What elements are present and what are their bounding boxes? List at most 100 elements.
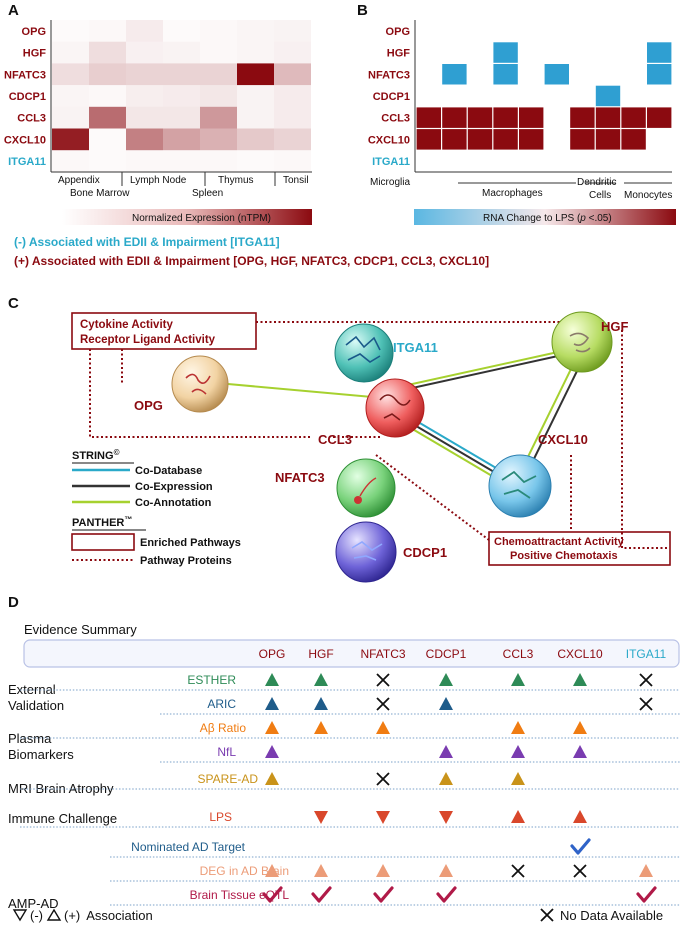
up-triangle-icon	[439, 864, 453, 877]
rna-cell-down	[595, 85, 621, 107]
heat-cell	[52, 63, 89, 86]
gene-label-opg: OPG	[22, 26, 46, 38]
gene-label-cdcp1: CDCP1	[9, 91, 46, 103]
heat-cell	[274, 128, 311, 151]
node-hgf[interactable]	[551, 311, 613, 373]
heat-cell	[274, 85, 311, 108]
node-label-hgf: HGF	[601, 319, 629, 334]
up-triangle-icon	[314, 864, 328, 877]
assoc-positive: (+) Associated with EDII & Impairment [O…	[14, 254, 489, 268]
heat-cell	[200, 20, 237, 42]
pathway-box-chemo-line1: Chemoattractant Activity	[494, 536, 625, 548]
rna-cell-up	[493, 107, 518, 128]
heat-cell	[163, 128, 200, 151]
node-label-opg: OPG	[134, 398, 163, 413]
rna-cell-up	[442, 129, 467, 150]
gene-label-hgf: HGF	[387, 48, 411, 60]
heat-cell	[126, 20, 163, 42]
node-label-cdcp1: CDCP1	[403, 545, 447, 560]
up-triangle-icon	[573, 810, 587, 823]
heat-cell	[126, 106, 163, 129]
heat-cell	[89, 128, 126, 151]
check-icon	[311, 886, 332, 903]
up-triangle-icon	[511, 721, 525, 734]
heat-cell	[89, 41, 126, 64]
rna-cell-up	[416, 129, 441, 150]
x-icon	[376, 673, 390, 687]
tissue-label-thymus: Thymus	[218, 175, 254, 186]
heat-cell	[89, 20, 126, 42]
heat-cell	[237, 85, 274, 108]
heat-cell	[52, 128, 89, 151]
group-label-cells: Cells	[589, 190, 611, 201]
rna-cell-up	[647, 107, 672, 128]
node-nfatc3[interactable]	[336, 458, 396, 518]
row-label-spare-ad: SPARE-AD	[198, 772, 259, 786]
node-itga11[interactable]	[334, 323, 394, 383]
heat-cell	[274, 106, 311, 129]
group-label-monocytes: Monocytes	[624, 190, 672, 201]
node-opg[interactable]	[171, 355, 229, 413]
up-triangle-icon	[265, 772, 279, 785]
up-triangle-icon	[265, 721, 279, 734]
gene-label-opg: OPG	[386, 26, 410, 38]
legend-co-annotation: Co-Annotation	[135, 497, 212, 509]
up-triangle-icon	[511, 745, 525, 758]
rna-cell-up	[621, 107, 646, 128]
row-label-lps: LPS	[209, 810, 232, 824]
up-triangle-icon	[511, 810, 525, 823]
heat-cell	[89, 63, 126, 86]
column-header-bar	[23, 639, 680, 668]
rna-cell-down	[493, 42, 518, 63]
column-header-opg: OPG	[259, 647, 286, 661]
x-icon	[639, 697, 653, 711]
row-label-a-ratio: Aβ Ratio	[200, 721, 247, 735]
heat-cell	[163, 106, 200, 129]
node-label-cxcl10: CXCL10	[538, 432, 588, 447]
gene-label-itga11: ITGA11	[372, 156, 410, 168]
rna-cell-up	[595, 107, 621, 128]
heat-cell	[200, 106, 237, 129]
heat-cell	[52, 41, 89, 64]
panel-d-letter: D	[8, 594, 19, 611]
panel-a-heatmap	[52, 20, 311, 173]
column-header-cdcp1: CDCP1	[426, 647, 467, 661]
heat-cell	[200, 41, 237, 64]
node-label-nfatc3: NFATC3	[275, 470, 325, 485]
node-label-ccl3: CCL3	[318, 432, 352, 447]
heat-cell	[274, 63, 311, 86]
x-icon	[376, 772, 390, 786]
check-icon	[636, 886, 657, 903]
legend-no-data-text: No Data Available	[560, 908, 663, 923]
row-label-aric: ARIC	[207, 697, 236, 711]
legend-association-text: (-)(+)Association	[30, 908, 153, 923]
panel-b-colorbar	[414, 209, 676, 225]
rna-cell-down	[544, 64, 569, 85]
legend-co-database: Co-Database	[135, 465, 202, 477]
heat-cell	[274, 20, 311, 42]
up-triangle-icon	[511, 673, 525, 686]
pathway-protein-links	[89, 321, 670, 549]
gene-label-cxcl10: CXCL10	[4, 134, 46, 146]
panel-a-colorbar	[62, 209, 312, 225]
panel-a-letter: A	[8, 2, 19, 19]
up-triangle-icon	[439, 697, 453, 710]
legend-no-data: No Data Available	[540, 908, 663, 923]
node-cdcp1[interactable]	[335, 521, 397, 583]
tissue-label-spleen: Spleen	[192, 188, 223, 199]
x-icon	[511, 864, 525, 878]
heat-cell	[237, 150, 274, 173]
heat-cell	[237, 20, 274, 42]
rna-cell-down	[493, 64, 518, 85]
up-triangle-icon	[314, 673, 328, 686]
row-label-esther: ESTHER	[187, 673, 236, 687]
node-cxcl10[interactable]	[488, 454, 552, 518]
x-icon	[639, 673, 653, 687]
row-label-brain-tissue-eqtl: Brain Tissue eQTL	[190, 888, 290, 902]
legend-panther-title: PANTHER™	[72, 515, 132, 529]
node-ccl3[interactable]	[365, 378, 425, 438]
rna-cell-up	[467, 129, 493, 150]
pathway-box-cytokine-line2: Receptor Ligand Activity	[80, 334, 216, 346]
